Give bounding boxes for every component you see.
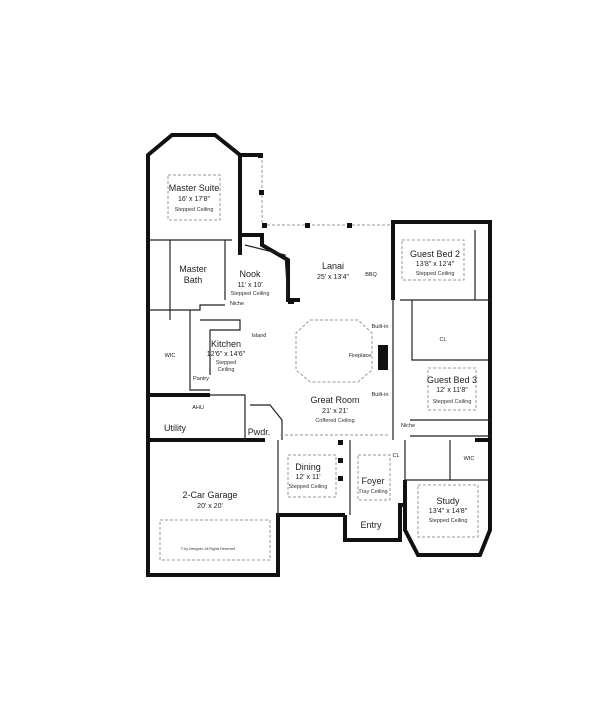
svg-text:Lanai: Lanai <box>322 261 344 271</box>
label-wic: WIC <box>165 353 176 359</box>
svg-text:Stepped Ceiling: Stepped Ceiling <box>175 207 214 213</box>
svg-text:20' x 20': 20' x 20' <box>197 503 223 510</box>
room-utility: Utility <box>164 423 186 433</box>
room-master-bath: Master Bath <box>179 264 207 285</box>
svg-text:Guest Bed 2: Guest Bed 2 <box>410 249 460 259</box>
svg-text:Great Room: Great Room <box>310 395 359 405</box>
label-cl-2: CL <box>439 337 446 343</box>
room-nook: Nook 11' x 10' Stepped Ceiling <box>231 269 270 297</box>
svg-text:Stepped Ceiling: Stepped Ceiling <box>429 518 468 524</box>
label-ahu: AHU <box>192 405 204 411</box>
svg-text:Tray Ceiling: Tray Ceiling <box>358 489 387 495</box>
label-built-in-top: Built-in <box>372 324 389 330</box>
svg-text:2-Car Garage: 2-Car Garage <box>182 490 237 500</box>
svg-text:Ceiling: Ceiling <box>218 367 235 373</box>
room-garage: 2-Car Garage 20' x 20' <box>182 490 237 510</box>
svg-text:12' x 11'8": 12' x 11'8" <box>436 387 468 394</box>
svg-text:13'4" x 14'8": 13'4" x 14'8" <box>429 508 468 515</box>
svg-text:Stepped Ceiling: Stepped Ceiling <box>289 484 328 490</box>
label-niche-2: Niche <box>401 423 415 429</box>
label-bbq: BBQ <box>365 272 377 278</box>
room-lanai: Lanai 25' x 13'4" <box>317 261 350 281</box>
label-fireplace: Fireplace <box>349 353 372 359</box>
svg-text:Master Suite: Master Suite <box>169 183 220 193</box>
room-powder: Pwdr. <box>248 427 271 437</box>
svg-text:12' x 11': 12' x 11' <box>295 474 320 481</box>
svg-text:Dining: Dining <box>295 462 321 472</box>
label-cl: CL <box>392 453 399 459</box>
ceiling-outlines <box>159 174 479 561</box>
room-entry: Entry <box>360 520 382 530</box>
svg-text:16' x 17'8": 16' x 17'8" <box>178 196 211 203</box>
svg-text:Stepped Ceiling: Stepped Ceiling <box>416 271 455 277</box>
svg-text:11' x 10': 11' x 10' <box>237 282 262 289</box>
room-great-room: Great Room 21' x 21' Coffered Ceiling <box>310 395 359 424</box>
svg-text:Coffered Ceiling: Coffered Ceiling <box>315 418 354 424</box>
svg-text:Nook: Nook <box>239 269 261 279</box>
svg-text:12'6" x 14'6": 12'6" x 14'6" <box>207 351 246 358</box>
room-study: Study 13'4" x 14'8" Stepped Ceiling <box>429 496 468 524</box>
svg-text:25' x 13'4": 25' x 13'4" <box>317 274 350 281</box>
svg-text:13'8" x 12'4": 13'8" x 12'4" <box>416 261 455 268</box>
label-island: Island <box>252 333 267 339</box>
interior-walls <box>148 230 490 515</box>
label-wic-2: WIC <box>464 456 475 462</box>
label-pantry: Pantry <box>193 376 209 382</box>
label-built-in-bottom: Built-in <box>372 392 389 398</box>
fireplace-icon <box>378 345 388 370</box>
svg-text:Study: Study <box>436 496 460 506</box>
svg-text:Kitchen: Kitchen <box>211 339 241 349</box>
svg-text:Stepped Ceiling: Stepped Ceiling <box>231 291 270 297</box>
svg-text:Stepped Ceiling: Stepped Ceiling <box>433 399 472 405</box>
room-guest-bed-2: Guest Bed 2 13'8" x 12'4" Stepped Ceilin… <box>410 249 460 277</box>
svg-text:Master: Master <box>179 264 207 274</box>
svg-text:21' x 21': 21' x 21' <box>322 408 348 415</box>
exterior-walls <box>146 133 492 577</box>
svg-text:Guest Bed 3: Guest Bed 3 <box>427 375 477 385</box>
room-master-suite: Master Suite 16' x 17'8" Stepped Ceiling <box>169 183 220 213</box>
svg-text:Foyer: Foyer <box>361 476 384 486</box>
room-foyer: Foyer Tray Ceiling <box>358 476 387 495</box>
room-guest-bed-3: Guest Bed 3 12' x 11'8" Stepped Ceiling <box>427 375 477 405</box>
room-kitchen: Kitchen 12'6" x 14'6" Stepped Ceiling <box>207 339 246 373</box>
lanai-columns <box>258 153 390 481</box>
svg-text:Stepped: Stepped <box>216 360 237 366</box>
copyright-notice: © by Designer. All Rights Reserved <box>181 547 236 551</box>
label-niche: Niche <box>230 301 244 307</box>
svg-text:Bath: Bath <box>184 275 203 285</box>
room-dining: Dining 12' x 11' Stepped Ceiling <box>289 462 328 490</box>
